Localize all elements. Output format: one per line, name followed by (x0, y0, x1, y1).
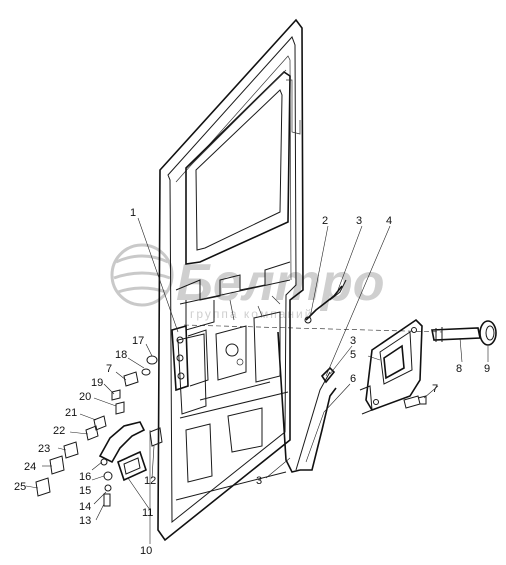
callout-2: 2 (322, 215, 328, 227)
lower-panel-cutout-b (215, 325, 247, 381)
bolt-7-left (123, 371, 139, 387)
callout-9: 9 (484, 363, 490, 375)
lock-housing (365, 318, 423, 411)
washer-18 (141, 368, 151, 376)
watermark-globe-lines (113, 254, 171, 294)
small-parts-left (35, 355, 163, 507)
callout-4: 4 (386, 215, 392, 227)
callout-14: 14 (79, 501, 91, 513)
lower-panel-cutout-c (253, 311, 281, 383)
callout-24: 24 (24, 461, 36, 473)
hinge-part-1 (171, 324, 189, 392)
washer-14 (104, 484, 112, 492)
callout-10: 10 (140, 545, 152, 557)
callout-21: 21 (65, 407, 77, 419)
leader-lines (25, 217, 489, 544)
watermark-brand: Белтро (176, 254, 384, 312)
watermark-globe-icon (110, 243, 174, 307)
rod-vertical-left (277, 331, 301, 473)
block-23 (63, 441, 79, 459)
striker-pin-8 (431, 327, 481, 342)
lock-mechanism (359, 318, 423, 415)
callout-1: 1 (130, 207, 136, 219)
callout-17: 17 (132, 335, 144, 347)
door-inner-rim (167, 36, 297, 524)
callout-12: 12 (144, 475, 156, 487)
callout-16: 16 (79, 471, 91, 483)
callout-23: 23 (38, 443, 50, 455)
callout-5: 5 (350, 349, 356, 361)
bolt-7-right (403, 395, 427, 409)
callout-7-left: 7 (106, 363, 112, 375)
lower-panel-cutout-d (185, 423, 213, 483)
lower-panel-cutout-e (227, 407, 263, 453)
linkage-rods (277, 279, 347, 473)
screw-20 (115, 401, 125, 415)
escutcheon-11 (117, 450, 147, 482)
callout-25: 25 (14, 481, 26, 493)
watermark-logo: Белтро группа компаний (110, 243, 384, 321)
cup-12 (149, 427, 163, 447)
callout-15: 15 (79, 485, 91, 497)
lock-handle (383, 344, 405, 380)
rod-4 (295, 371, 331, 471)
callout-3-bottom: 3 (256, 475, 262, 487)
rod-6 (300, 387, 337, 471)
callout-6: 6 (350, 373, 356, 385)
callout-22: 22 (53, 425, 65, 437)
callout-labels: 1 2 3 4 3 5 6 7 8 9 3 17 18 7 19 20 21 2… (14, 207, 490, 557)
block-25 (35, 477, 51, 497)
bushing-17 (146, 355, 158, 365)
callout-8: 8 (456, 363, 462, 375)
handle-16 (98, 421, 146, 464)
window-frame (185, 70, 291, 265)
block-24 (49, 455, 65, 475)
rod-upper (305, 285, 343, 321)
assembly-axis-line (183, 324, 443, 333)
callout-11: 11 (142, 507, 153, 519)
callout-7-right: 7 (432, 383, 438, 395)
door-outer-outline (157, 18, 304, 542)
callout-3-top: 3 (356, 215, 362, 227)
callout-18: 18 (115, 349, 127, 361)
lower-panel-cutout-a (177, 333, 207, 415)
callout-20: 20 (79, 391, 91, 403)
block-22 (85, 425, 99, 441)
door-panel (157, 18, 304, 542)
washer-15 (103, 471, 113, 481)
window-glass (195, 89, 283, 251)
screw-13 (103, 493, 111, 507)
striker-cap-9 (479, 320, 497, 346)
callout-19: 19 (91, 377, 103, 389)
callout-3-mid: 3 (350, 335, 356, 347)
watermark-subtitle: группа компаний (190, 307, 313, 321)
callout-13: 13 (79, 515, 91, 527)
block-21 (93, 415, 107, 431)
